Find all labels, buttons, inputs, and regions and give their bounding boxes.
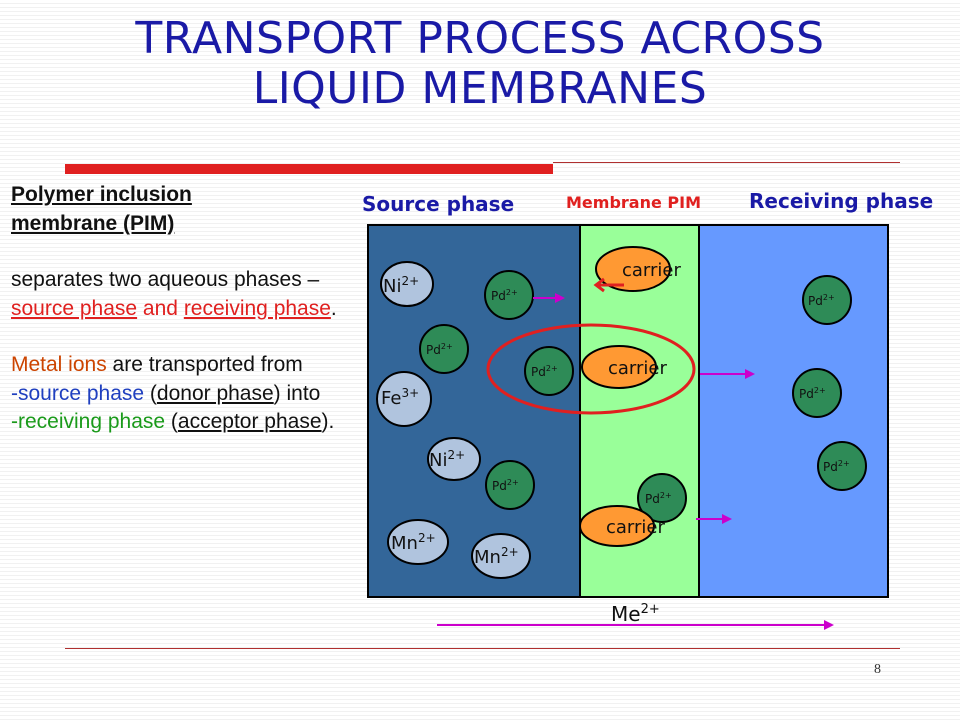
svg-text:Pd2+: Pd2+	[531, 364, 558, 379]
and-word: and	[137, 296, 184, 320]
svg-text:Pd2+: Pd2+	[492, 478, 519, 493]
bottom-rule	[65, 648, 900, 649]
me-ion-label: Me2+	[611, 602, 660, 626]
svg-text:Ni2+: Ni2+	[429, 448, 465, 471]
title-line-1: TRANSPORT PROCESS ACROSS	[135, 13, 825, 64]
source-phase-term: source phase	[11, 296, 138, 320]
pim-heading-line-1: Polymer inclusion	[11, 183, 192, 206]
ion-ni-1: Ni2+	[380, 261, 434, 307]
metal-ions-term: Metal ions	[11, 353, 107, 376]
top-rule	[553, 162, 900, 163]
pim-definition: separates two aqueous phases – source ph…	[11, 266, 356, 323]
paren-open-2: (	[165, 410, 178, 433]
pim-heading-line-2: membrane (PIM)	[11, 211, 175, 235]
svg-text:carrier: carrier	[622, 260, 681, 281]
carrier-2: carrier	[581, 345, 667, 389]
slide-title: TRANSPORT PROCESS ACROSS LIQUID MEMBRANE…	[0, 14, 960, 114]
svg-text:Pd2+: Pd2+	[426, 342, 453, 357]
arrow-carrier-return-head	[593, 277, 605, 293]
ion-pd-receiving-3: Pd2+	[817, 441, 867, 491]
ion-mn-2: Mn2+	[471, 533, 531, 579]
acceptor-phase-term: acceptor phase	[177, 410, 322, 433]
donor-phase-term: donor phase	[156, 381, 274, 405]
svg-text:carrier: carrier	[608, 358, 667, 379]
svg-text:Ni2+: Ni2+	[383, 274, 419, 297]
svg-text:carrier: carrier	[606, 517, 665, 538]
svg-text:Mn2+: Mn2+	[391, 531, 436, 554]
receiving-phase-region	[699, 225, 888, 597]
svg-text:Pd2+: Pd2+	[645, 491, 672, 506]
ion-pd-2: Pd2+	[419, 324, 469, 374]
title-underline-bar	[65, 164, 553, 174]
receiving-phase-item: -receiving phase	[11, 410, 166, 433]
ion-pd-receiving-1: Pd2+	[802, 275, 852, 325]
pim-heading: Polymer inclusion membrane (PIM)	[11, 181, 356, 238]
ion-pd-3: Pd2+	[524, 346, 574, 396]
svg-text:Fe3+: Fe3+	[381, 386, 419, 409]
ion-pd-1: Pd2+	[484, 270, 534, 320]
ion-ni-2: Ni2+	[427, 437, 481, 481]
period: .	[330, 296, 337, 320]
receiving-phase-term: receiving phase	[183, 296, 331, 320]
title-line-2: LIQUID MEMBRANES	[252, 63, 708, 114]
label-source-phase: Source phase	[362, 192, 514, 216]
ion-pd-4: Pd2+	[485, 460, 535, 510]
transport-description: Metal ions are transported from -source …	[11, 351, 356, 437]
diagram-frame	[367, 224, 889, 598]
svg-text:Pd2+: Pd2+	[799, 386, 826, 401]
svg-text:Pd2+: Pd2+	[491, 288, 518, 303]
transported-text: are transported from	[106, 353, 303, 376]
label-receiving-phase: Receiving phase	[749, 189, 933, 213]
carrier-3: carrier	[579, 505, 665, 547]
svg-text:Pd2+: Pd2+	[808, 293, 835, 308]
page-number: 8	[874, 662, 881, 677]
definition-text: separates two aqueous phases –	[11, 268, 320, 291]
svg-text:Mn2+: Mn2+	[474, 545, 519, 568]
ion-fe: Fe3+	[376, 371, 432, 427]
closing-text: ).	[321, 410, 335, 433]
carrier-1: carrier	[595, 246, 681, 292]
source-phase-item: -source phase	[11, 381, 145, 405]
paren-open-1: (	[144, 381, 157, 405]
label-membrane-pim: Membrane PIM	[566, 193, 701, 212]
ion-mn-1: Mn2+	[387, 519, 449, 565]
into-text: ) into	[273, 381, 321, 405]
complex-highlight-ring	[486, 323, 696, 415]
ion-pd-membrane: Pd2+	[637, 473, 687, 523]
description-text: Polymer inclusion membrane (PIM) separat…	[11, 181, 356, 437]
svg-text:Pd2+: Pd2+	[823, 459, 850, 474]
ion-pd-receiving-2: Pd2+	[792, 368, 842, 418]
